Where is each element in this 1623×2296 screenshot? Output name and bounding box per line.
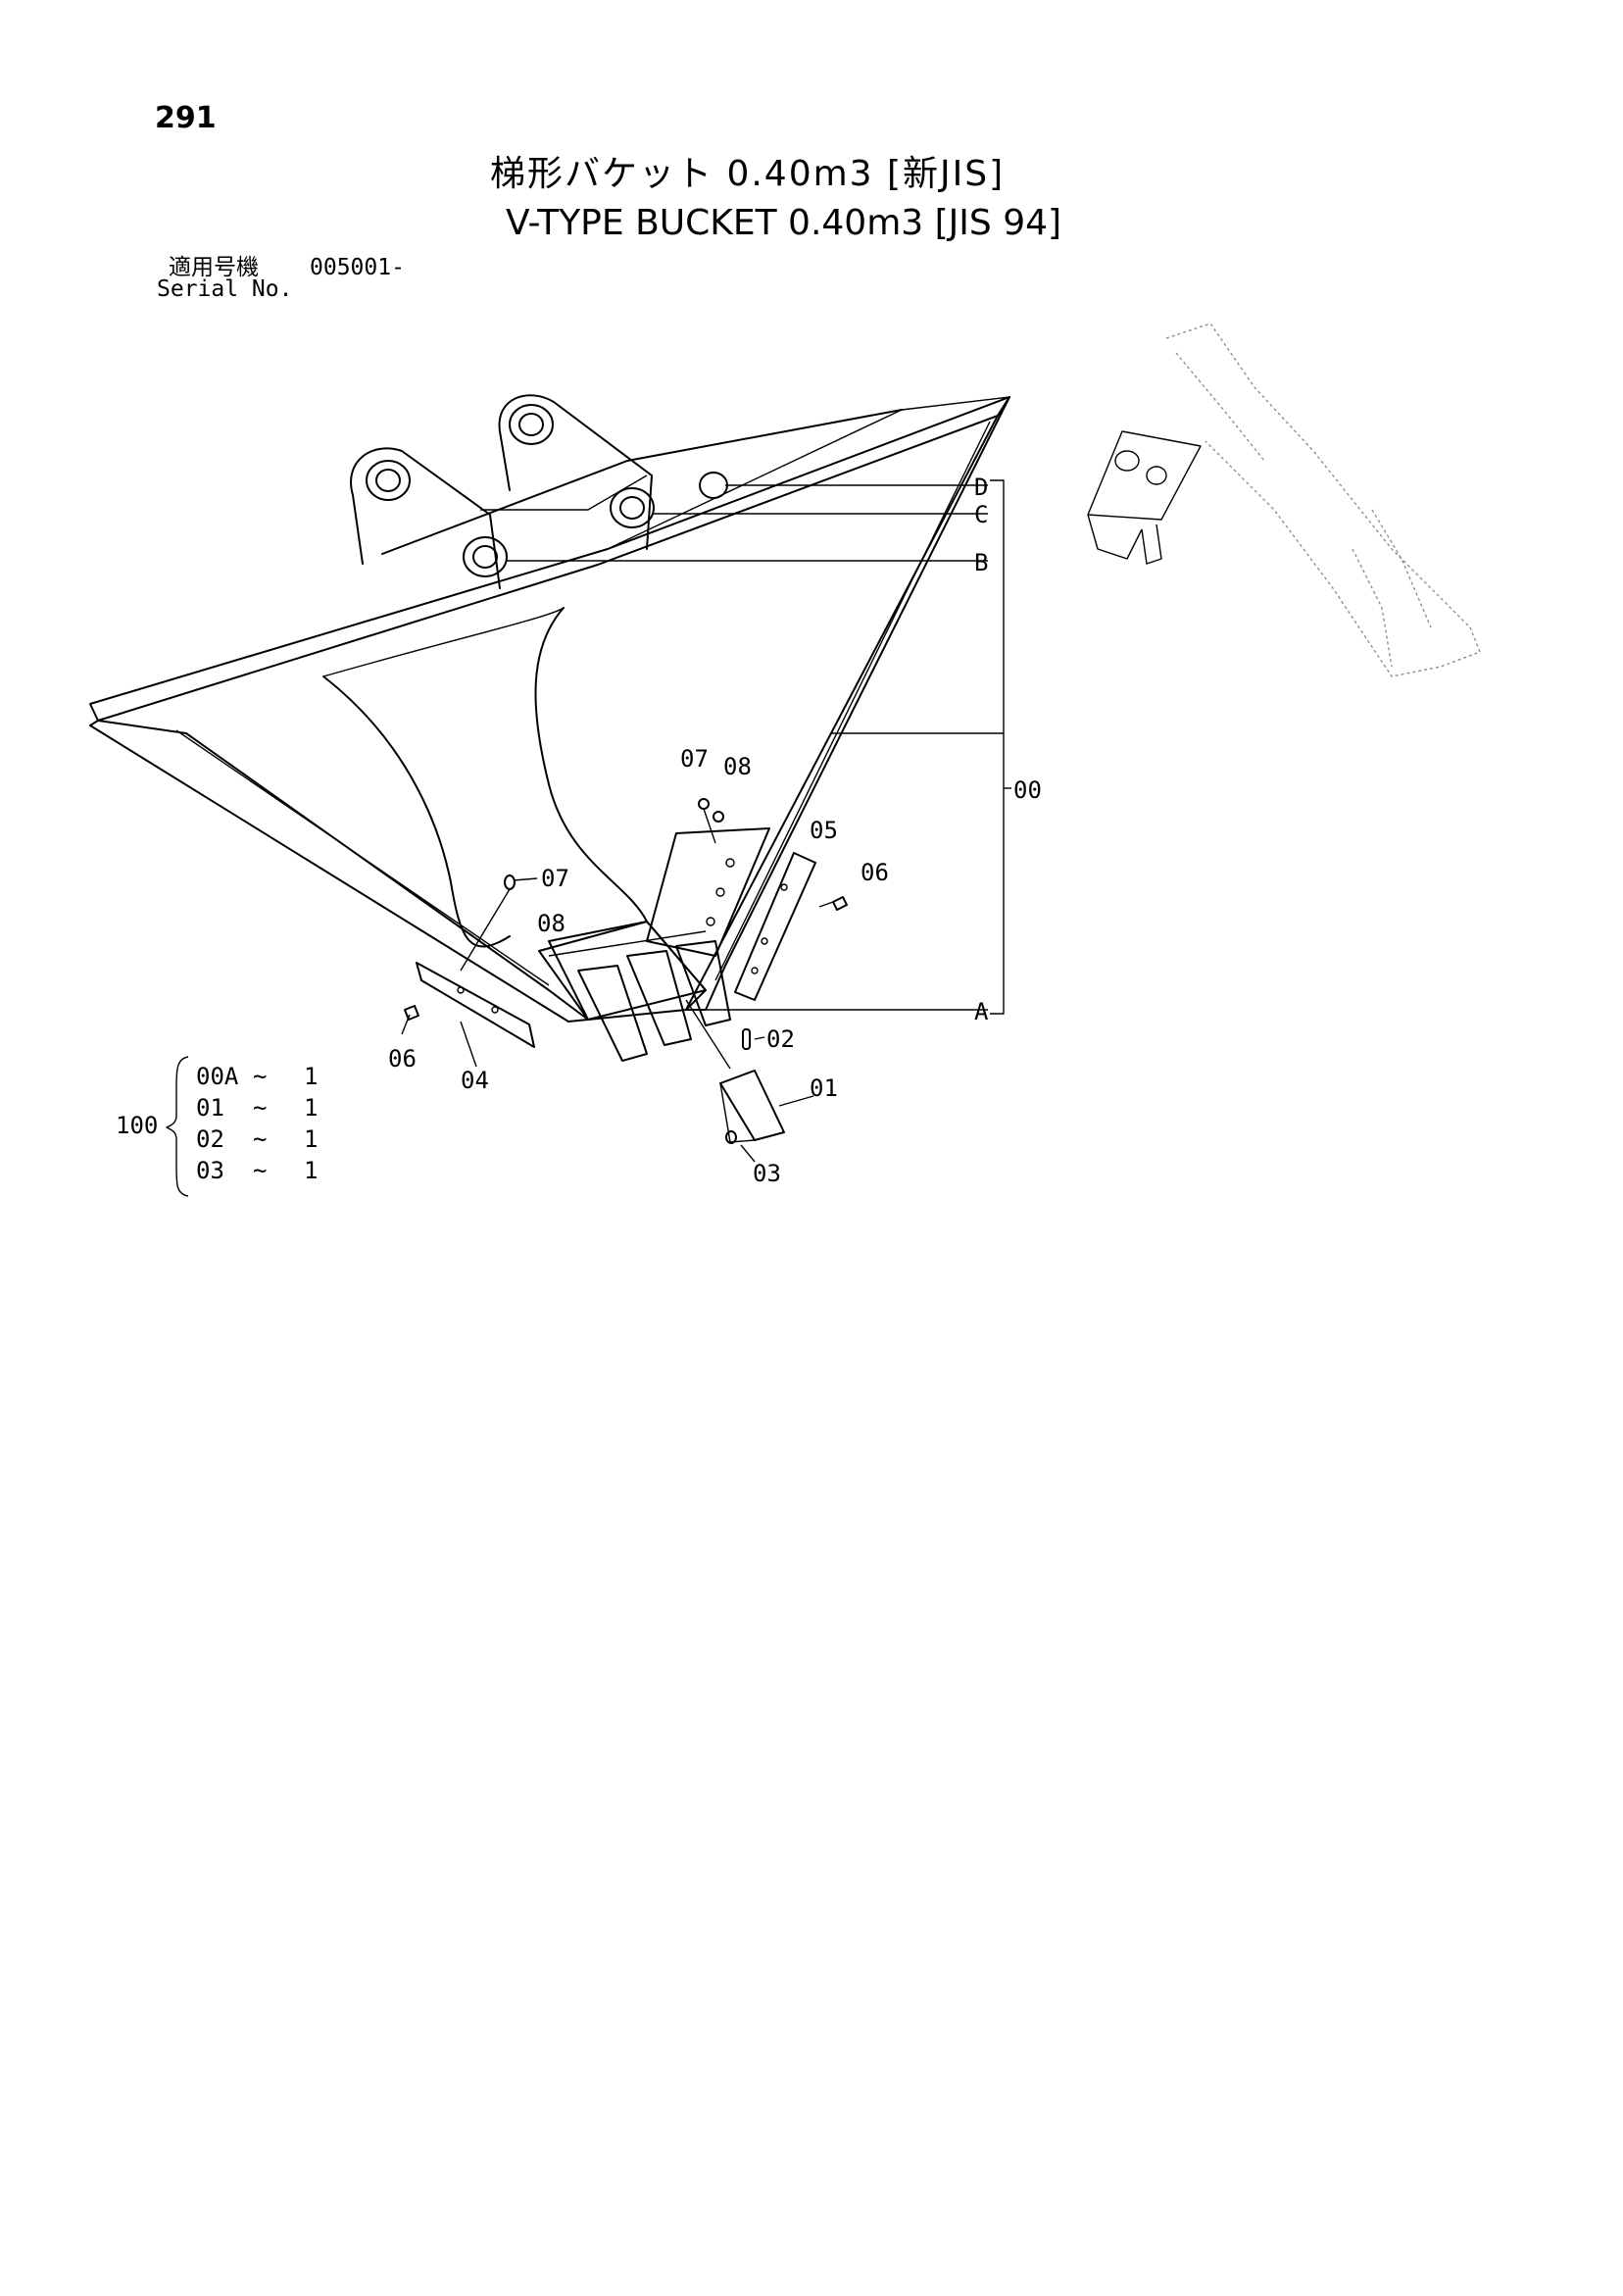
side-cutter-left [401, 874, 535, 1048]
kit-row-qty: 1 [304, 1125, 318, 1153]
kit-row: 01 ~ 1 [196, 1094, 318, 1122]
callout-08-top: 08 [723, 753, 752, 780]
kit-row-qty: 1 [304, 1063, 318, 1090]
kit-row: 02 ~ 1 [196, 1125, 318, 1153]
kit-row-part: 02 [196, 1125, 224, 1153]
kit-row-qty: 1 [304, 1094, 318, 1122]
callout-02: 02 [766, 1025, 795, 1053]
tooth-detail [685, 999, 785, 1144]
callout-a: A [974, 998, 989, 1025]
title-english: V-TYPE BUCKET 0.40m3 [JIS 94] [506, 203, 1062, 243]
pin-boss-d [699, 472, 728, 499]
page-number: 291 [155, 101, 217, 135]
callout-b: B [974, 549, 988, 576]
kit-row-part: 00A [196, 1063, 239, 1090]
serial-label-japanese: 適用号機 [169, 255, 259, 280]
callout-04: 04 [461, 1067, 489, 1094]
callout-c: C [974, 501, 988, 528]
kit-row-sep: ~ [253, 1063, 267, 1090]
kit-row-part: 01 [196, 1094, 224, 1122]
title-japanese: 梯形バケット 0.40m3 [新JIS] [490, 154, 1006, 194]
bucket-teeth [548, 930, 731, 1062]
kit-row: 00A ~ 1 [196, 1063, 318, 1090]
kit-row-sep: ~ [253, 1157, 267, 1184]
callout-07-top: 07 [680, 745, 709, 773]
kit-row-sep: ~ [253, 1125, 267, 1153]
kit-row-sep: ~ [253, 1094, 267, 1122]
excavator-overview-illustration [1087, 323, 1481, 677]
callout-d: D [974, 474, 988, 501]
pin-bracket-assembly [350, 394, 728, 589]
serial-number-value: 005001- [310, 255, 405, 280]
kit-row-part: 03 [196, 1157, 224, 1184]
kit-row: 03 ~ 1 [196, 1157, 318, 1184]
callout-03: 03 [753, 1160, 781, 1187]
pin-boss-c [610, 487, 655, 528]
callout-00: 00 [1013, 776, 1042, 804]
kit-label: 100 [116, 1112, 158, 1139]
side-cutter-right [698, 798, 848, 1001]
serial-label-english: Serial No. [157, 276, 293, 302]
callout-05: 05 [810, 817, 838, 844]
callout-08-left: 08 [537, 910, 566, 937]
callout-leaders [460, 479, 1011, 1163]
callout-06-left: 06 [388, 1045, 417, 1073]
callout-06-right: 06 [861, 859, 889, 886]
callout-01: 01 [810, 1074, 838, 1102]
pin-boss-b [463, 536, 508, 577]
kit-table: 100 00A ~ 1 01 ~ 1 02 ~ 1 03 ~ 1 [116, 1056, 318, 1197]
callout-07-left: 07 [541, 865, 569, 892]
kit-row-qty: 1 [304, 1157, 318, 1184]
